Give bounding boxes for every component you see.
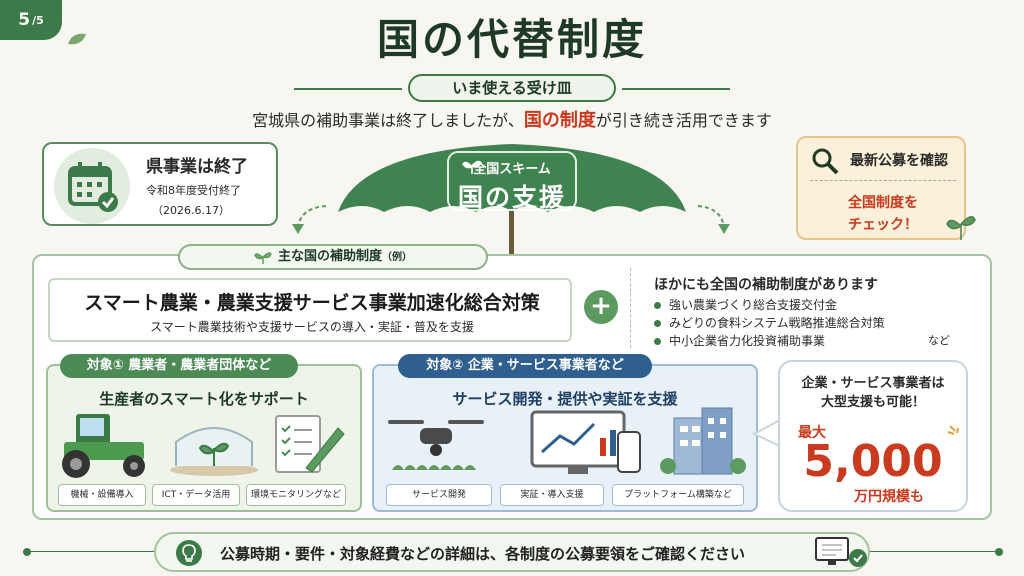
other-program-item: 中小企業省力化投資補助事業 bbox=[654, 332, 825, 349]
lead-text: 宮城県の補助事業は終了しましたが、国の制度が引き続き活用できます bbox=[0, 106, 1024, 132]
divider bbox=[630, 268, 631, 348]
page-indicator: 5 /5 bbox=[0, 0, 62, 40]
footer-line-right bbox=[870, 551, 1000, 552]
lead-highlight: 国の制度 bbox=[523, 110, 596, 131]
target2-heading: サービス開発・提供や実証を支援 bbox=[452, 390, 678, 408]
divider bbox=[810, 180, 956, 181]
smart-agri-desc: スマート農業技術や支援サービスの導入・実証・普及を支援 bbox=[150, 320, 474, 334]
target1-label: 対象① 農業者・農業者団体など bbox=[60, 354, 298, 378]
prefecture-ended-line2: （2026.6.17） bbox=[152, 204, 230, 217]
bullet-icon bbox=[654, 320, 661, 327]
lightbulb-icon bbox=[176, 540, 202, 566]
page-current: 5 bbox=[18, 10, 31, 30]
other-program-text: 強い農業づくり総合支援交付金 bbox=[669, 298, 838, 312]
callout-text: 企業・サービス事業者は大型支援も可能！ bbox=[780, 374, 966, 412]
target2-chip: 実証・導入支援 bbox=[500, 484, 604, 506]
callout-unit: 万円規模も bbox=[854, 489, 924, 505]
callout-max: 最大 bbox=[798, 425, 826, 441]
prefecture-ended-title: 県事業は終了 bbox=[146, 157, 248, 177]
dot-icon bbox=[995, 548, 1003, 556]
bubble-tail bbox=[752, 419, 781, 447]
target2-chip: サービス開発 bbox=[386, 484, 492, 506]
page-title: 国の代替制度 bbox=[376, 15, 647, 64]
target2-chip: プラットフォーム構築など bbox=[612, 484, 744, 506]
subtitle: いま使える受け皿 bbox=[408, 74, 616, 102]
prefecture-ended-card: 県事業は終了 令和8年度受付終了 （2026.6.17） bbox=[42, 142, 278, 226]
target1-chip: 機械・設備導入 bbox=[58, 484, 146, 506]
target1-chip: ICT・データ活用 bbox=[152, 484, 240, 506]
sparkle-icon bbox=[947, 425, 959, 435]
new-call-card: 最新公募を確認 全国制度を チェック！ bbox=[796, 136, 966, 240]
farm-illustrations bbox=[62, 414, 345, 478]
other-program-item: 強い農業づくり総合支援交付金 bbox=[654, 296, 837, 313]
new-call-line1: 全国制度を bbox=[848, 195, 918, 211]
bullet-icon bbox=[654, 338, 661, 345]
callout-line2: 大型支援も可能！ bbox=[820, 395, 925, 410]
smart-agri-program: スマート農業・農業支援サービス事業加速化総合対策 スマート農業技術や支援サービス… bbox=[48, 278, 572, 342]
other-program-item: みどりの食料システム戦略推進総合対策 bbox=[654, 314, 885, 331]
checklist-pencil-icon bbox=[275, 415, 345, 473]
main-programs-label-suffix: （例） bbox=[382, 252, 412, 263]
drone-icon bbox=[388, 420, 484, 470]
main-programs-label-text: 主な国の補助制度 bbox=[277, 249, 382, 264]
prefecture-ended-line1: 令和8年度受付終了 bbox=[146, 184, 241, 197]
lead-post: が引き続き活用できます bbox=[595, 111, 772, 130]
subtitle-line-right bbox=[622, 88, 730, 90]
smart-agri-title: スマート農業・農業支援サービス事業加速化総合対策 bbox=[84, 292, 540, 314]
leaf-icon bbox=[68, 33, 86, 45]
lead-pre: 宮城県の補助事業は終了しましたが、 bbox=[252, 111, 524, 130]
building-icon bbox=[660, 407, 746, 475]
leaf-icon bbox=[946, 216, 976, 240]
new-call-title: 最新公募を確認 bbox=[850, 153, 948, 169]
other-programs-heading: ほかにも全国の補助制度があります bbox=[654, 277, 878, 293]
sprout-icon bbox=[462, 160, 482, 174]
tractor-icon bbox=[62, 414, 145, 478]
monitor-check-icon bbox=[815, 537, 867, 567]
callout-amount: 5,000 bbox=[803, 436, 943, 487]
new-call-line2: チェック！ bbox=[848, 217, 918, 233]
dot-icon bbox=[23, 548, 31, 556]
footer-line-left bbox=[26, 551, 154, 552]
computer-dashboard-icon bbox=[530, 410, 641, 474]
footer-text: 公募時期・要件・対象経費などの詳細は、各制度の公募要領をご確認ください bbox=[220, 545, 746, 563]
other-programs-etc: など bbox=[928, 334, 950, 347]
target1-heading: 生産者のスマート化をサポート bbox=[99, 390, 309, 408]
footer-note: 公募時期・要件・対象経費などの詳細は、各制度の公募要領をご確認ください bbox=[154, 532, 870, 572]
service-illustrations bbox=[388, 407, 746, 475]
main-programs-label: 主な国の補助制度（例） bbox=[178, 244, 488, 270]
umbrella-label: 全国スキーム bbox=[473, 162, 551, 177]
plus-icon: + bbox=[584, 290, 618, 324]
large-support-callout: 企業・サービス事業者は大型支援も可能！ 最大 5,000 万円規模も bbox=[778, 360, 968, 512]
umbrella-title: 国の支援 bbox=[457, 183, 566, 212]
target1-chip: 環境モニタリングなど bbox=[246, 484, 346, 506]
other-program-text: みどりの食料システム戦略推進総合対策 bbox=[669, 316, 885, 330]
sprout-icon bbox=[254, 251, 272, 264]
other-program-text: 中小企業省力化投資補助事業 bbox=[669, 334, 826, 348]
calendar-check-icon bbox=[54, 148, 130, 224]
bullet-icon bbox=[654, 302, 661, 309]
subtitle-line-left bbox=[294, 88, 402, 90]
callout-line1: 企業・サービス事業者は bbox=[801, 376, 945, 391]
page-total: /5 bbox=[32, 13, 44, 27]
target2-label: 対象② 企業・サービス事業者など bbox=[398, 354, 652, 378]
magnifier-icon bbox=[812, 148, 839, 175]
greenhouse-icon bbox=[170, 427, 258, 476]
